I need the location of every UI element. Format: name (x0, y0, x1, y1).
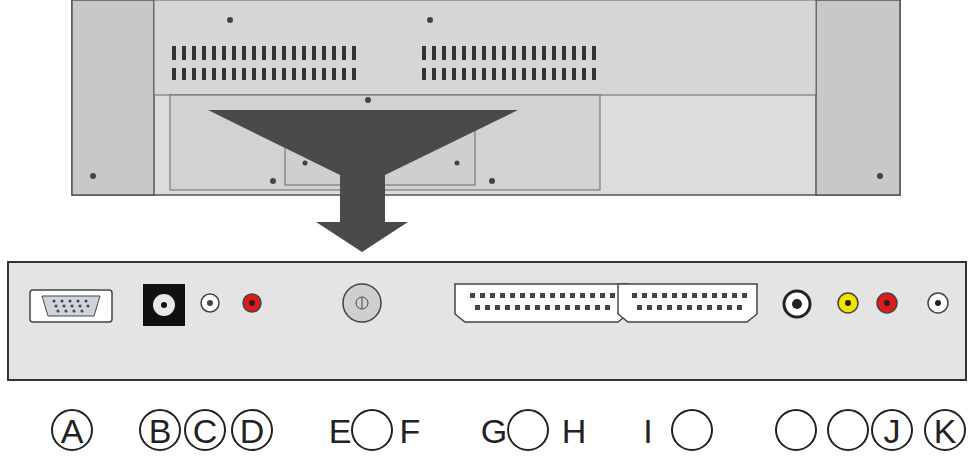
scart-pin (545, 305, 550, 310)
scart-pin (647, 305, 652, 310)
callout-letter: B (149, 414, 172, 448)
scart-pin (510, 293, 515, 298)
scart-pin (480, 293, 485, 298)
scart-pin (722, 293, 727, 298)
scart-pin (470, 293, 475, 298)
callout-letter: I (643, 414, 652, 448)
scart-pin (515, 305, 520, 310)
callout-letter: D (240, 414, 265, 448)
callout-letter: A (61, 414, 84, 448)
callout-letter: C (193, 414, 218, 448)
scart-pin (555, 305, 560, 310)
scart-pin (657, 305, 662, 310)
scart-pin (737, 305, 742, 310)
scart-pin (707, 305, 712, 310)
scart-pin (652, 293, 657, 298)
scart-pin (525, 305, 530, 310)
scart-pin (550, 293, 555, 298)
callout-letter: K (934, 414, 957, 448)
callout-letter: F (400, 414, 421, 448)
callout-letter: G (481, 414, 507, 448)
scart-pin (687, 305, 692, 310)
scart-pin (530, 293, 535, 298)
scart-pin (697, 305, 702, 310)
scart-pin (585, 305, 590, 310)
scart-pin (490, 293, 495, 298)
scart-pin (560, 293, 565, 298)
scart-pin (692, 293, 697, 298)
scart-pin (642, 293, 647, 298)
scart-pin (590, 293, 595, 298)
scart-pin (637, 305, 642, 310)
scart-pin (575, 305, 580, 310)
scart-pin (535, 305, 540, 310)
scart-pin (495, 305, 500, 310)
scart-pin (727, 305, 732, 310)
scart-pin (667, 305, 672, 310)
scart-pin (505, 305, 510, 310)
scart-pin (702, 293, 707, 298)
scart-pin (682, 293, 687, 298)
scart-pin (580, 293, 585, 298)
scart-pin (605, 305, 610, 310)
scart-pin (520, 293, 525, 298)
scart-pin (475, 305, 480, 310)
scart-pin (570, 293, 575, 298)
scart-pin (595, 305, 600, 310)
scart-pin (712, 293, 717, 298)
scart-pin (677, 305, 682, 310)
scart-pin (610, 293, 615, 298)
callout-letter: H (562, 414, 587, 448)
scart-pin (485, 305, 490, 310)
callout-letter: J (884, 414, 901, 448)
scart-pin (565, 305, 570, 310)
callout-letter: E (329, 414, 352, 448)
scart-pin (742, 293, 747, 298)
scart-pin (600, 293, 605, 298)
scart-pin (672, 293, 677, 298)
scart-pin (662, 293, 667, 298)
scart-pin (732, 293, 737, 298)
scart-pin (717, 305, 722, 310)
scart-pin (540, 293, 545, 298)
scart-pin (500, 293, 505, 298)
scart-pin (632, 293, 637, 298)
